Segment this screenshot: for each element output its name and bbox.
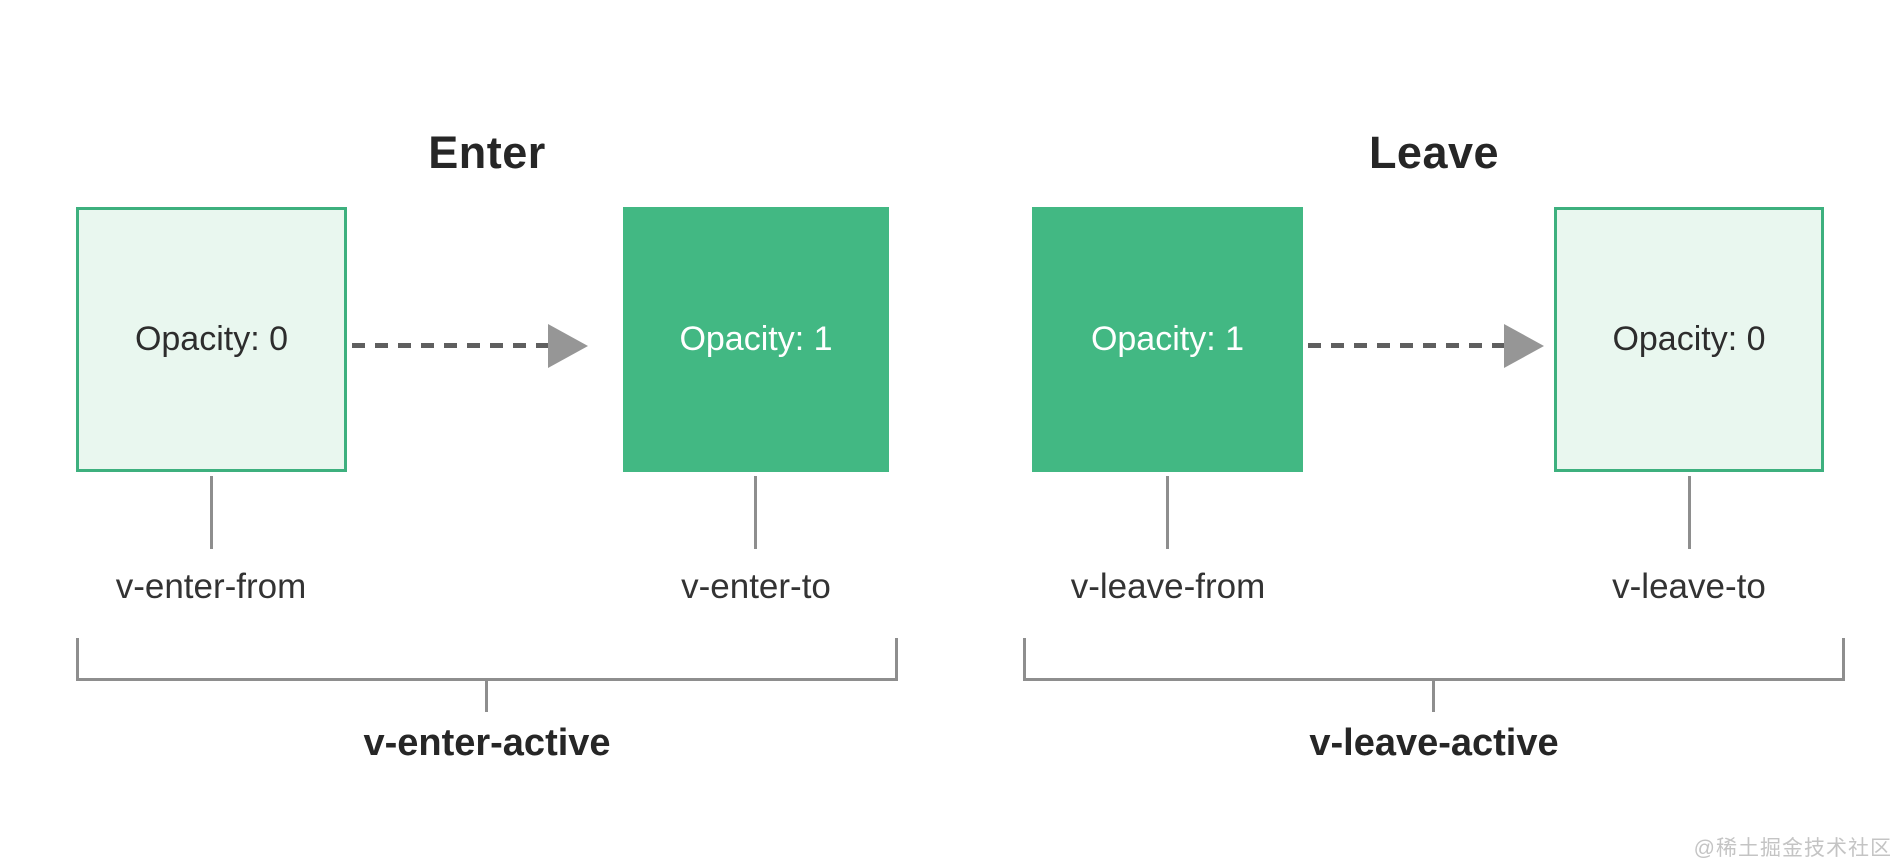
leave-bracket-stem bbox=[1432, 681, 1435, 712]
enter-bracket-left-tick bbox=[76, 638, 79, 681]
enter-bracket-line bbox=[76, 678, 898, 681]
enter-to-box: Opacity: 1 bbox=[623, 207, 889, 472]
arrow-head-icon bbox=[1504, 324, 1544, 368]
leave-panel: Leave Opacity: 1 Opacity: 0 v-leave-from… bbox=[1023, 84, 1845, 804]
enter-from-box-label: Opacity: 0 bbox=[134, 320, 289, 358]
enter-from-class-label: v-enter-from bbox=[115, 567, 307, 606]
leave-bracket-line bbox=[1023, 678, 1845, 681]
enter-active-class-label: v-enter-active bbox=[363, 722, 611, 764]
leave-to-box: Opacity: 0 bbox=[1554, 207, 1824, 472]
enter-to-class-label: v-enter-to bbox=[681, 567, 831, 606]
enter-to-box-label: Opacity: 1 bbox=[679, 320, 833, 358]
enter-bracket-right-tick bbox=[895, 638, 898, 681]
leave-from-connector-line bbox=[1166, 476, 1169, 549]
enter-panel-title: Enter bbox=[428, 127, 546, 179]
leave-active-class-label: v-leave-active bbox=[1309, 722, 1559, 764]
enter-to-connector-line bbox=[754, 476, 757, 549]
enter-panel: Enter Opacity: 0 Opacity: 1 v-enter-from… bbox=[76, 84, 898, 804]
leave-to-box-label: Opacity: 0 bbox=[1612, 320, 1766, 358]
enter-from-box: Opacity: 0 bbox=[76, 207, 347, 472]
leave-to-connector-line bbox=[1688, 476, 1691, 549]
leave-from-box-label: Opacity: 1 bbox=[1090, 320, 1245, 358]
leave-bracket-right-tick bbox=[1842, 638, 1845, 681]
dashed-arrow-line bbox=[352, 343, 548, 348]
leave-from-box: Opacity: 1 bbox=[1032, 207, 1303, 472]
watermark-text: @稀土掘金技术社区 bbox=[1693, 837, 1892, 860]
leave-bracket-left-tick bbox=[1023, 638, 1026, 681]
leave-from-class-label: v-leave-from bbox=[1070, 567, 1266, 606]
enter-from-connector-line bbox=[210, 476, 213, 549]
leave-panel-title: Leave bbox=[1368, 127, 1500, 179]
leave-to-class-label: v-leave-to bbox=[1612, 567, 1766, 606]
enter-bracket-stem bbox=[485, 681, 488, 712]
arrow-head-icon bbox=[548, 324, 588, 368]
dashed-arrow-line bbox=[1308, 343, 1504, 348]
